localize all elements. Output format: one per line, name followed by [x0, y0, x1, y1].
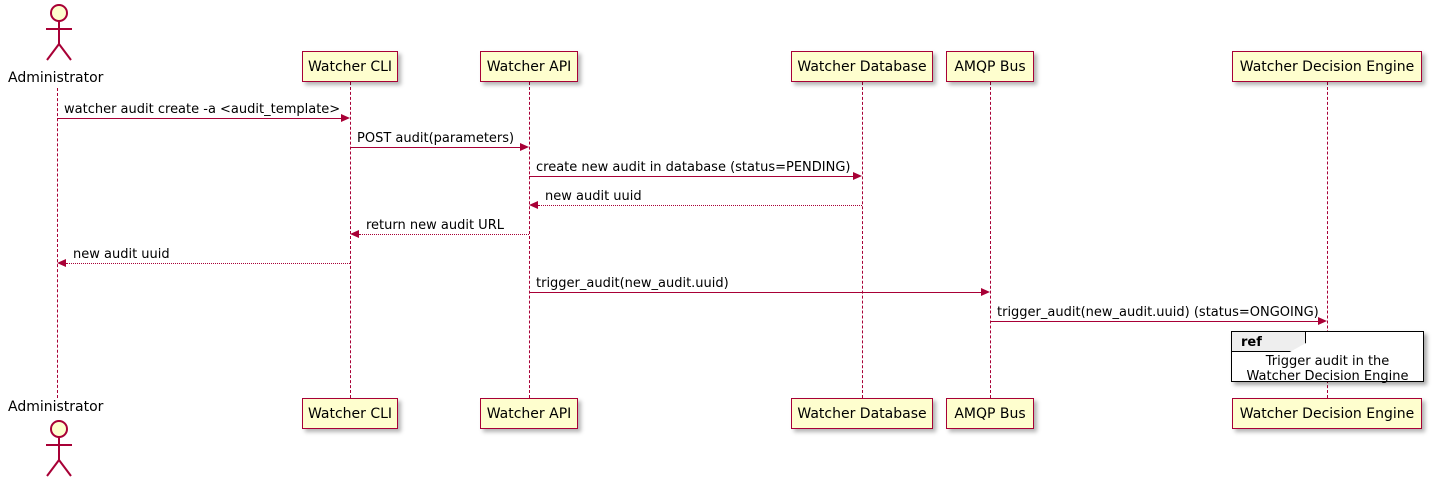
participant-amqp-bus-top[interactable]: AMQP Bus	[946, 51, 1034, 82]
lifeline-watcher-cli	[350, 82, 351, 398]
lifeline-watcher-api	[529, 82, 530, 398]
message-label-3: create new audit in database (status=PEN…	[536, 160, 851, 175]
message-arrowhead-5	[350, 229, 359, 238]
participant-watcher-decision-engine-top[interactable]: Watcher Decision Engine	[1232, 51, 1422, 82]
message-label-1: watcher audit create -a <audit_template>	[64, 102, 341, 117]
message-arrow-2	[350, 147, 521, 148]
message-label-7: trigger_audit(new_audit.uuid)	[536, 276, 729, 291]
message-arrow-4	[538, 205, 862, 206]
message-arrowhead-1	[341, 113, 350, 122]
message-label-4: new audit uuid	[545, 189, 642, 204]
message-arrow-5	[359, 234, 529, 235]
lifeline-watcher-database	[862, 82, 863, 398]
participant-watcher-api-bottom[interactable]: Watcher API	[480, 398, 578, 429]
message-arrowhead-3	[853, 171, 862, 180]
actor-label-bottom: Administrator	[8, 399, 104, 415]
message-arrow-3	[529, 176, 854, 177]
lifeline-administrator	[57, 88, 58, 398]
ref-fragment: ref Trigger audit in the Watcher Decisio…	[1231, 331, 1424, 384]
actor-label-top: Administrator	[8, 70, 104, 86]
message-arrow-1	[57, 118, 342, 119]
actor-stick-figure-icon	[46, 4, 72, 61]
message-label-6: new audit uuid	[73, 247, 170, 262]
ref-fragment-tab	[1232, 332, 1306, 352]
participant-amqp-bus-bottom[interactable]: AMQP Bus	[946, 398, 1034, 429]
message-arrow-8	[990, 321, 1319, 322]
message-arrowhead-6	[57, 258, 66, 267]
participant-watcher-database-bottom[interactable]: Watcher Database	[791, 398, 933, 429]
message-arrowhead-7	[981, 287, 990, 296]
lifeline-amqp-bus	[990, 82, 991, 398]
message-arrowhead-8	[1318, 316, 1327, 325]
message-arrow-6	[66, 263, 350, 264]
actor-administrator-bottom	[37, 418, 79, 480]
ref-fragment-keyword: ref	[1241, 335, 1262, 350]
message-label-2: POST audit(parameters)	[357, 131, 515, 146]
ref-fragment-body: Trigger audit in the Watcher Decision En…	[1232, 354, 1423, 384]
participant-watcher-database-top[interactable]: Watcher Database	[791, 51, 933, 82]
message-arrowhead-2	[520, 142, 529, 151]
message-arrowhead-4	[529, 200, 538, 209]
participant-watcher-cli-bottom[interactable]: Watcher CLI	[302, 398, 398, 429]
participant-watcher-cli-top[interactable]: Watcher CLI	[302, 51, 398, 82]
participant-watcher-api-top[interactable]: Watcher API	[480, 51, 578, 82]
message-arrow-7	[529, 292, 982, 293]
message-label-8: trigger_audit(new_audit.uuid) (status=ON…	[997, 305, 1319, 320]
ref-fragment-line-1: Trigger audit in the	[1265, 354, 1390, 369]
message-label-5: return new audit URL	[366, 218, 504, 233]
participant-watcher-decision-engine-bottom[interactable]: Watcher Decision Engine	[1232, 398, 1422, 429]
lifeline-watcher-decision-engine	[1327, 82, 1328, 398]
actor-stick-figure-icon	[46, 420, 72, 477]
actor-administrator-top	[37, 2, 79, 64]
ref-fragment-line-2: Watcher Decision Engine	[1246, 369, 1409, 384]
